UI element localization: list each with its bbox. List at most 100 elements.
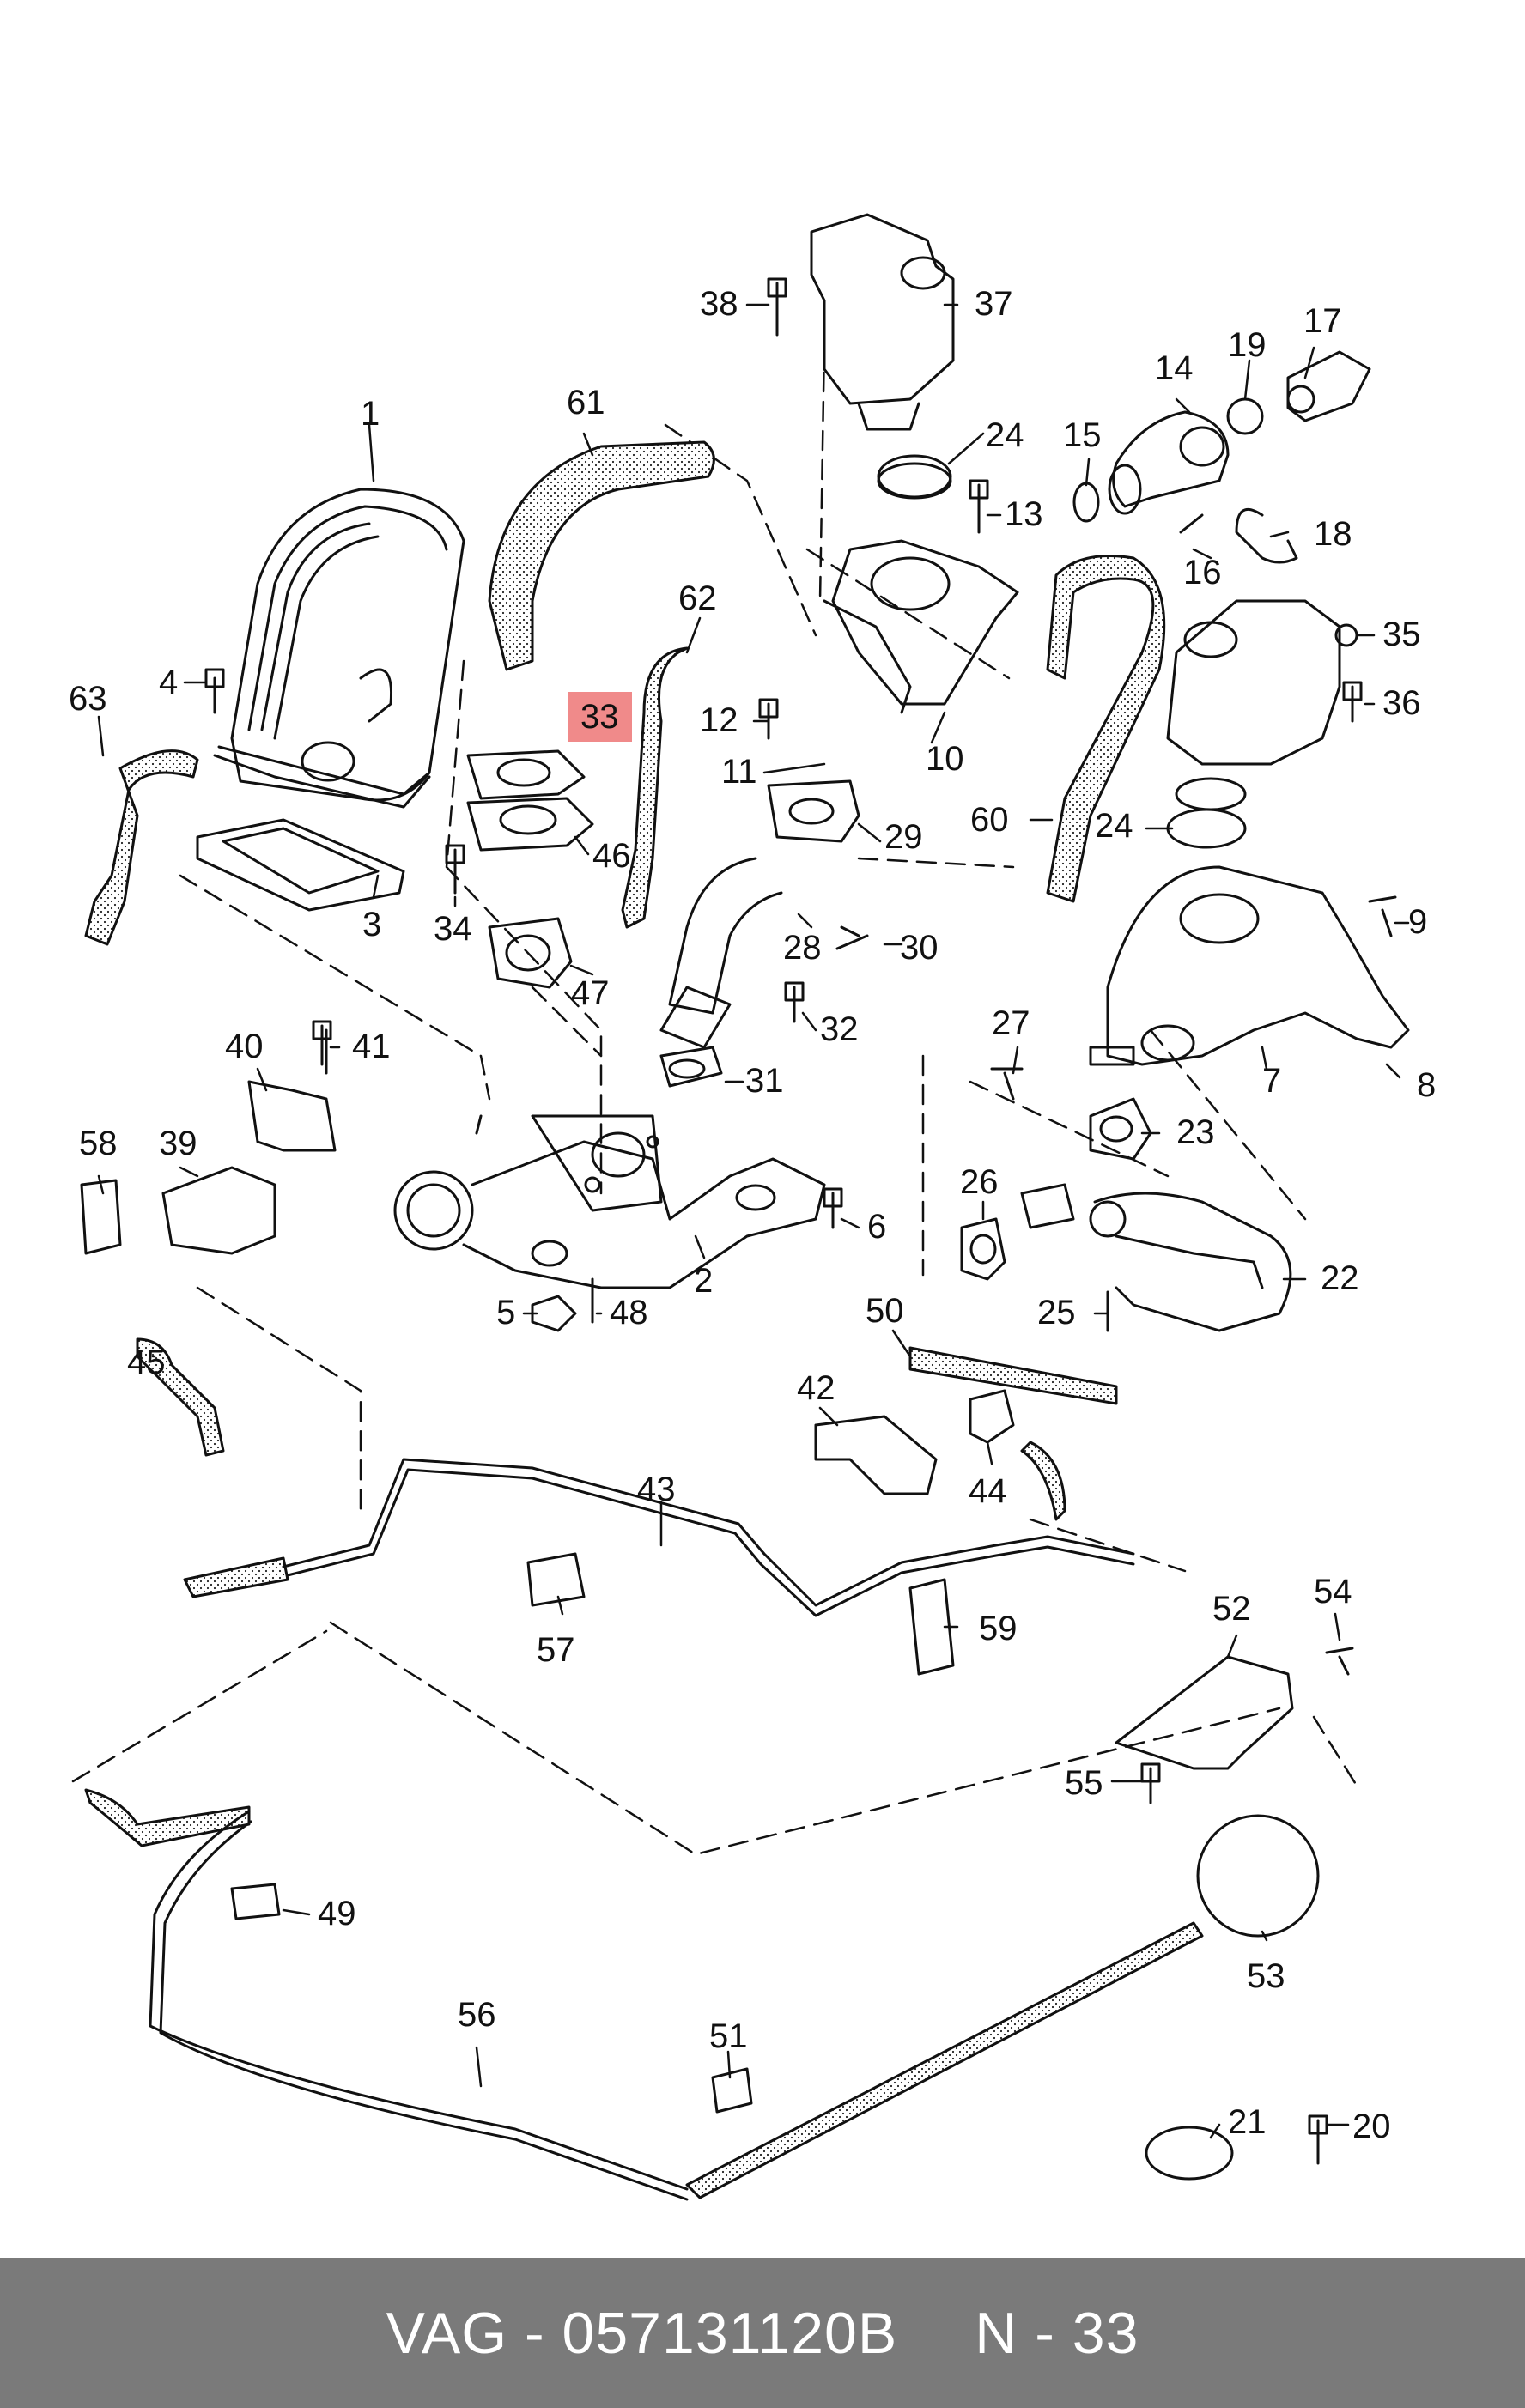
gasket-part-47: [488, 917, 573, 989]
gasket-part-3: [196, 818, 405, 912]
callout-label: 33: [580, 698, 619, 736]
callout-label: 56: [458, 1996, 496, 2034]
pipe-part-22: [1089, 1192, 1292, 1332]
bolts: [204, 277, 1397, 2165]
egr-cooler-part-1: [213, 488, 465, 809]
callout-label: 30: [900, 929, 939, 967]
callout-label: 19: [1228, 326, 1267, 364]
assembly-dashed-lines: [71, 342, 1358, 1856]
egr-housing-part-2: [393, 1114, 826, 1289]
valve-part-44: [969, 1389, 1015, 1444]
gasket-part-23: [1089, 1097, 1152, 1161]
callout-label: 55: [1065, 1764, 1103, 1802]
callout-label: 49: [318, 1895, 356, 1932]
callout-label: 54: [1314, 1573, 1352, 1610]
callout-label: 43: [637, 1471, 676, 1508]
gasket-part-46: [466, 749, 594, 852]
valve-housing-part-10: [823, 539, 1019, 714]
callout-label: 28: [783, 929, 822, 967]
hose-part-44: [1020, 1441, 1066, 1521]
hose-part-56-end: [84, 1788, 251, 1847]
egr-valve-part-35: [1166, 599, 1358, 811]
callout-label: 24: [986, 416, 1024, 454]
hose-part-60: [1046, 555, 1166, 903]
hose-part-43-end: [183, 1556, 289, 1598]
hose-part-62: [621, 646, 689, 929]
callout-label: 7: [1262, 1062, 1281, 1100]
callout-label: 46: [592, 837, 631, 875]
callout-label: 37: [975, 285, 1013, 323]
egr-valve-part-37: [810, 213, 955, 500]
callout-label: 8: [1417, 1066, 1436, 1104]
callout-label: 38: [700, 285, 738, 323]
vacuum-lines: [149, 1458, 1135, 2201]
callout-label: 57: [537, 1631, 575, 1669]
callout-label: 15: [1063, 416, 1102, 454]
bracket-part-52: [1115, 1655, 1294, 1770]
callout-label: 35: [1382, 616, 1421, 653]
o-ring-part-19: [1226, 397, 1264, 435]
hose-part-61: [488, 440, 715, 671]
callout-label: 11: [721, 753, 757, 791]
callout-label: 47: [571, 974, 610, 1012]
callout-label: 1: [361, 395, 380, 433]
hose-part-56: [685, 1921, 1204, 2199]
hoses: [84, 440, 1204, 2199]
clip-part-49: [230, 1883, 281, 1920]
valve-housing-part-7: [1089, 865, 1410, 1066]
part-number-text: VAG - 057131120B: [386, 2300, 898, 2366]
gasket-part-31: [659, 1046, 723, 1088]
bracket-part-42: [814, 1415, 938, 1495]
exploded-parts-diagram: 38 37 17 19 14 61 1 24 15 13 18 16 62 35…: [69, 213, 1436, 2201]
callout-label: 39: [159, 1125, 197, 1162]
callout-label: 50: [866, 1292, 904, 1330]
callout-label: 2: [694, 1262, 713, 1300]
callout-label: 22: [1321, 1259, 1359, 1297]
callout-label: 31: [745, 1062, 784, 1100]
callout-label: 60: [970, 801, 1009, 839]
clip-part-51: [711, 2067, 753, 2114]
hose-part-45: [136, 1337, 225, 1457]
callout-label: 58: [79, 1125, 118, 1162]
callout-label: 42: [797, 1369, 835, 1407]
callout-label: 62: [678, 579, 717, 617]
callout-label: 13: [1005, 495, 1043, 533]
callout-label: 45: [127, 1344, 166, 1381]
callout-label: 20: [1352, 2108, 1391, 2145]
tube-part-28: [659, 857, 783, 1049]
callout-label: 10: [926, 740, 964, 778]
leader-lines: [97, 303, 1410, 2139]
sensor-part-17: [1286, 350, 1371, 422]
callout-label: 63: [69, 680, 107, 718]
callout-label: 4: [159, 664, 178, 701]
o-ring-part-21: [1145, 2126, 1234, 2181]
callout-label: 26: [960, 1163, 999, 1201]
callout-label: 29: [884, 818, 923, 856]
callout-label: 41: [352, 1028, 391, 1065]
clip-part-18: [1235, 507, 1298, 564]
gasket-part-26: [960, 1183, 1075, 1281]
callout-label: 36: [1382, 684, 1421, 722]
o-ring-part-15: [1072, 482, 1100, 523]
o-ring-part-24b: [1166, 808, 1247, 849]
o-ring-part-24: [877, 454, 952, 499]
callout-label: 32: [820, 1010, 859, 1048]
position-reference-text: N - 33: [975, 2300, 1139, 2366]
callout-label: 51: [709, 2017, 748, 2055]
callout-label: 17: [1303, 302, 1342, 340]
callout-label: 18: [1314, 515, 1352, 553]
callout-label: 14: [1155, 349, 1194, 387]
callout-label: 40: [225, 1028, 264, 1065]
callout-label: 25: [1037, 1294, 1076, 1331]
callout-label: 12: [700, 701, 738, 739]
callout-labels: 38 37 17 19 14 61 1 24 15 13 18 16 62 35…: [69, 285, 1436, 2145]
callout-label: 52: [1212, 1590, 1251, 1628]
part-number-footer: VAG - 057131120B N - 33: [0, 2258, 1525, 2408]
callout-label: 59: [979, 1610, 1018, 1647]
callout-label: 23: [1176, 1113, 1215, 1151]
callout-label: 21: [1228, 2103, 1267, 2141]
callout-label: 61: [567, 384, 605, 422]
clip-part-58: [80, 1179, 122, 1255]
bracket-part-40: [247, 1080, 337, 1152]
callout-label: 9: [1408, 903, 1427, 941]
